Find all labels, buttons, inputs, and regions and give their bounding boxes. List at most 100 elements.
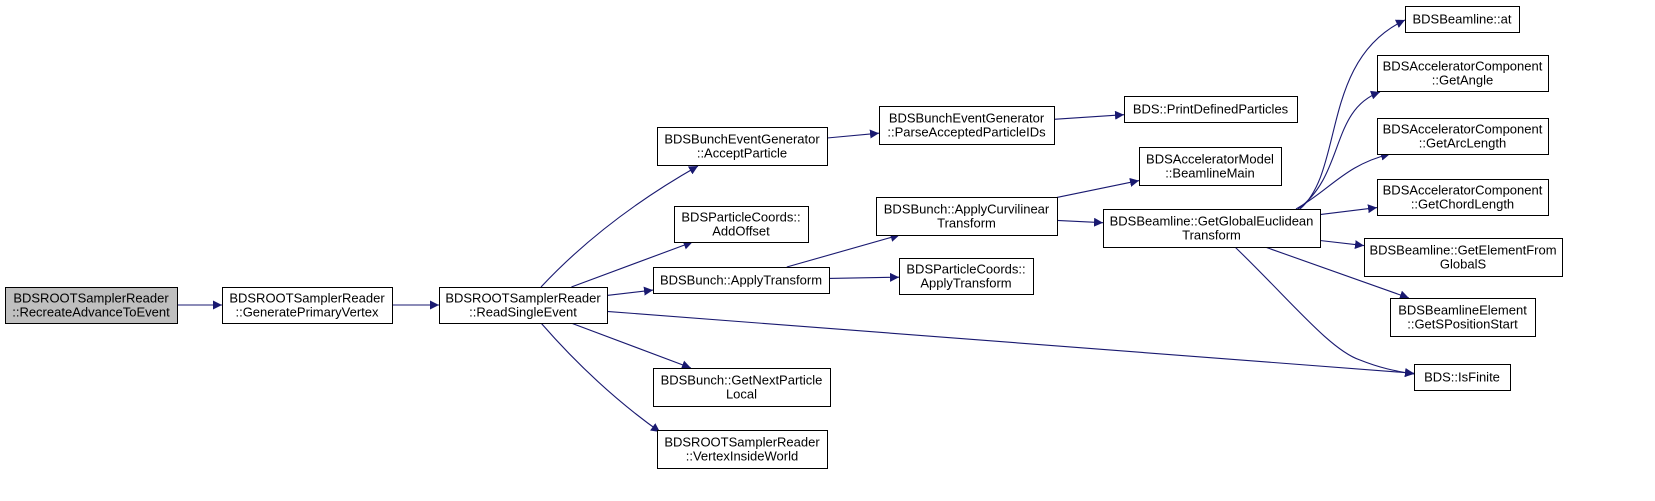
node-label: GlobalS	[1440, 257, 1487, 272]
edge-arrow	[1295, 151, 1391, 210]
node-label: Transform	[1182, 228, 1241, 243]
edge-applyCurv-to-beamlineMain	[1056, 177, 1140, 198]
node-label: ::GeneratePrimaryVertex	[235, 305, 379, 320]
node-box	[1124, 96, 1298, 123]
node-label: ::VertexInsideWorld	[686, 449, 798, 464]
node-box	[222, 287, 393, 324]
edge-arrow	[828, 272, 900, 282]
edge-readSingle-to-addOffset	[571, 240, 693, 288]
edge-readSingle-to-vertexInside	[540, 322, 661, 433]
node-label: BDS::PrintDefinedParticles	[1133, 102, 1289, 117]
node-label: BDSParticleCoords::	[681, 210, 800, 225]
node-label: BDSROOTSamplerReader	[13, 291, 169, 306]
edge-readSingle-to-getNextParticle	[570, 322, 692, 370]
node-box	[879, 106, 1055, 145]
edge-arrow	[1319, 204, 1378, 216]
edge-applyCurv-to-globalEuclid	[1056, 217, 1104, 227]
edge-layer	[177, 19, 1415, 433]
node-label: Transform	[937, 216, 996, 231]
node-vertexInside[interactable]: BDSROOTSamplerReader::VertexInsideWorld	[657, 430, 828, 469]
node-label: BDSBeamline::GetElementFrom	[1369, 243, 1556, 258]
node-label: ::BeamlineMain	[1165, 166, 1255, 181]
node-getChord[interactable]: BDSAcceleratorComponent::GetChordLength	[1377, 179, 1549, 216]
node-box	[1103, 209, 1321, 248]
node-parseAccepted[interactable]: BDSBunchEventGenerator::ParseAcceptedPar…	[879, 106, 1055, 145]
node-label: BDS::IsFinite	[1424, 370, 1500, 385]
edge-readSingle-to-acceptParticle	[540, 165, 699, 288]
node-box	[674, 206, 809, 243]
node-box	[5, 287, 178, 324]
edge-arrow	[540, 322, 661, 433]
node-box	[899, 258, 1034, 295]
node-printDefined[interactable]: BDS::PrintDefinedParticles	[1124, 96, 1298, 123]
node-root[interactable]: BDSROOTSamplerReader::RecreateAdvanceToE…	[5, 287, 178, 324]
node-box	[653, 368, 831, 407]
node-box	[1377, 179, 1549, 216]
node-label: BDSAcceleratorComponent	[1383, 183, 1543, 198]
node-label: BDSBunch::GetNextParticle	[661, 373, 823, 388]
node-addOffset[interactable]: BDSParticleCoords::AddOffset	[674, 206, 809, 243]
node-box	[653, 267, 830, 294]
node-label: AddOffset	[712, 224, 770, 239]
edge-arrow	[606, 310, 1415, 378]
node-getSPos[interactable]: BDSBeamlineElement::GetSPositionStart	[1390, 298, 1536, 337]
node-label: Local	[726, 387, 757, 402]
node-box	[657, 127, 828, 166]
node-label: BDSBeamlineElement	[1398, 303, 1527, 318]
node-label: ::GetSPositionStart	[1407, 317, 1518, 332]
node-box	[1377, 55, 1549, 92]
node-acceptParticle[interactable]: BDSBunchEventGenerator::AcceptParticle	[657, 127, 828, 166]
node-label: BDSBeamline::at	[1413, 12, 1512, 27]
node-at[interactable]: BDSBeamline::at	[1405, 6, 1520, 33]
node-label: BDSBunch::ApplyTransform	[660, 273, 822, 288]
edge-arrow	[1319, 239, 1365, 250]
node-label: BDSBunch::ApplyCurvilinear	[884, 202, 1050, 217]
node-isFinite[interactable]: BDS::IsFinite	[1414, 364, 1511, 391]
node-applyTransform[interactable]: BDSBunch::ApplyTransform	[653, 267, 830, 294]
node-box	[876, 197, 1058, 236]
edge-arrow	[826, 129, 880, 139]
node-box	[657, 430, 828, 469]
edge-globalEuclid-to-getElemFrom	[1319, 239, 1365, 250]
edge-arrow	[1056, 177, 1140, 198]
node-box	[1405, 6, 1520, 33]
node-label: ::GetArcLength	[1419, 136, 1506, 151]
edge-globalEuclid-to-at	[1299, 19, 1406, 210]
node-label: ::AcceptParticle	[697, 146, 787, 161]
node-genPrimary[interactable]: BDSROOTSamplerReader::GeneratePrimaryVer…	[222, 287, 393, 324]
edge-globalEuclid-to-getAngle	[1297, 90, 1381, 210]
node-readSingle[interactable]: BDSROOTSamplerReader::ReadSingleEvent	[439, 287, 608, 324]
edge-arrow	[1053, 110, 1125, 120]
edge-arrow	[540, 165, 699, 288]
node-label: ::ParseAcceptedParticleIDs	[887, 125, 1046, 140]
node-getArc[interactable]: BDSAcceleratorComponent::GetArcLength	[1377, 118, 1549, 155]
edge-arrow	[606, 286, 654, 296]
node-label: BDSBunchEventGenerator	[889, 111, 1045, 126]
edge-arrow	[1297, 90, 1381, 210]
edge-arrow	[786, 233, 900, 268]
edge-readSingle-to-isFinite	[606, 310, 1415, 378]
node-box	[1139, 147, 1282, 186]
node-getAngle[interactable]: BDSAcceleratorComponent::GetAngle	[1377, 55, 1549, 92]
node-beamlineMain[interactable]: BDSAcceleratorModel::BeamlineMain	[1139, 147, 1282, 186]
edge-globalEuclid-to-isFinite	[1234, 246, 1415, 378]
edge-globalEuclid-to-getArc	[1295, 151, 1391, 210]
node-label: BDSROOTSamplerReader	[445, 291, 601, 306]
edge-arrow	[570, 322, 692, 370]
edge-globalEuclid-to-getSPos	[1264, 246, 1410, 300]
edge-readSingle-to-applyTransform	[606, 286, 654, 296]
node-label: BDSAcceleratorComponent	[1383, 59, 1543, 74]
node-box	[439, 287, 608, 324]
edge-acceptParticle-to-parseAccepted	[826, 129, 880, 139]
edge-applyTransform-to-pcApplyTransform	[828, 272, 900, 282]
edge-arrow	[1299, 19, 1406, 210]
node-pcApplyTransform[interactable]: BDSParticleCoords::ApplyTransform	[899, 258, 1034, 295]
edge-globalEuclid-to-getChord	[1319, 204, 1378, 216]
node-label: ApplyTransform	[920, 276, 1011, 291]
node-label: BDSParticleCoords::	[906, 262, 1025, 277]
